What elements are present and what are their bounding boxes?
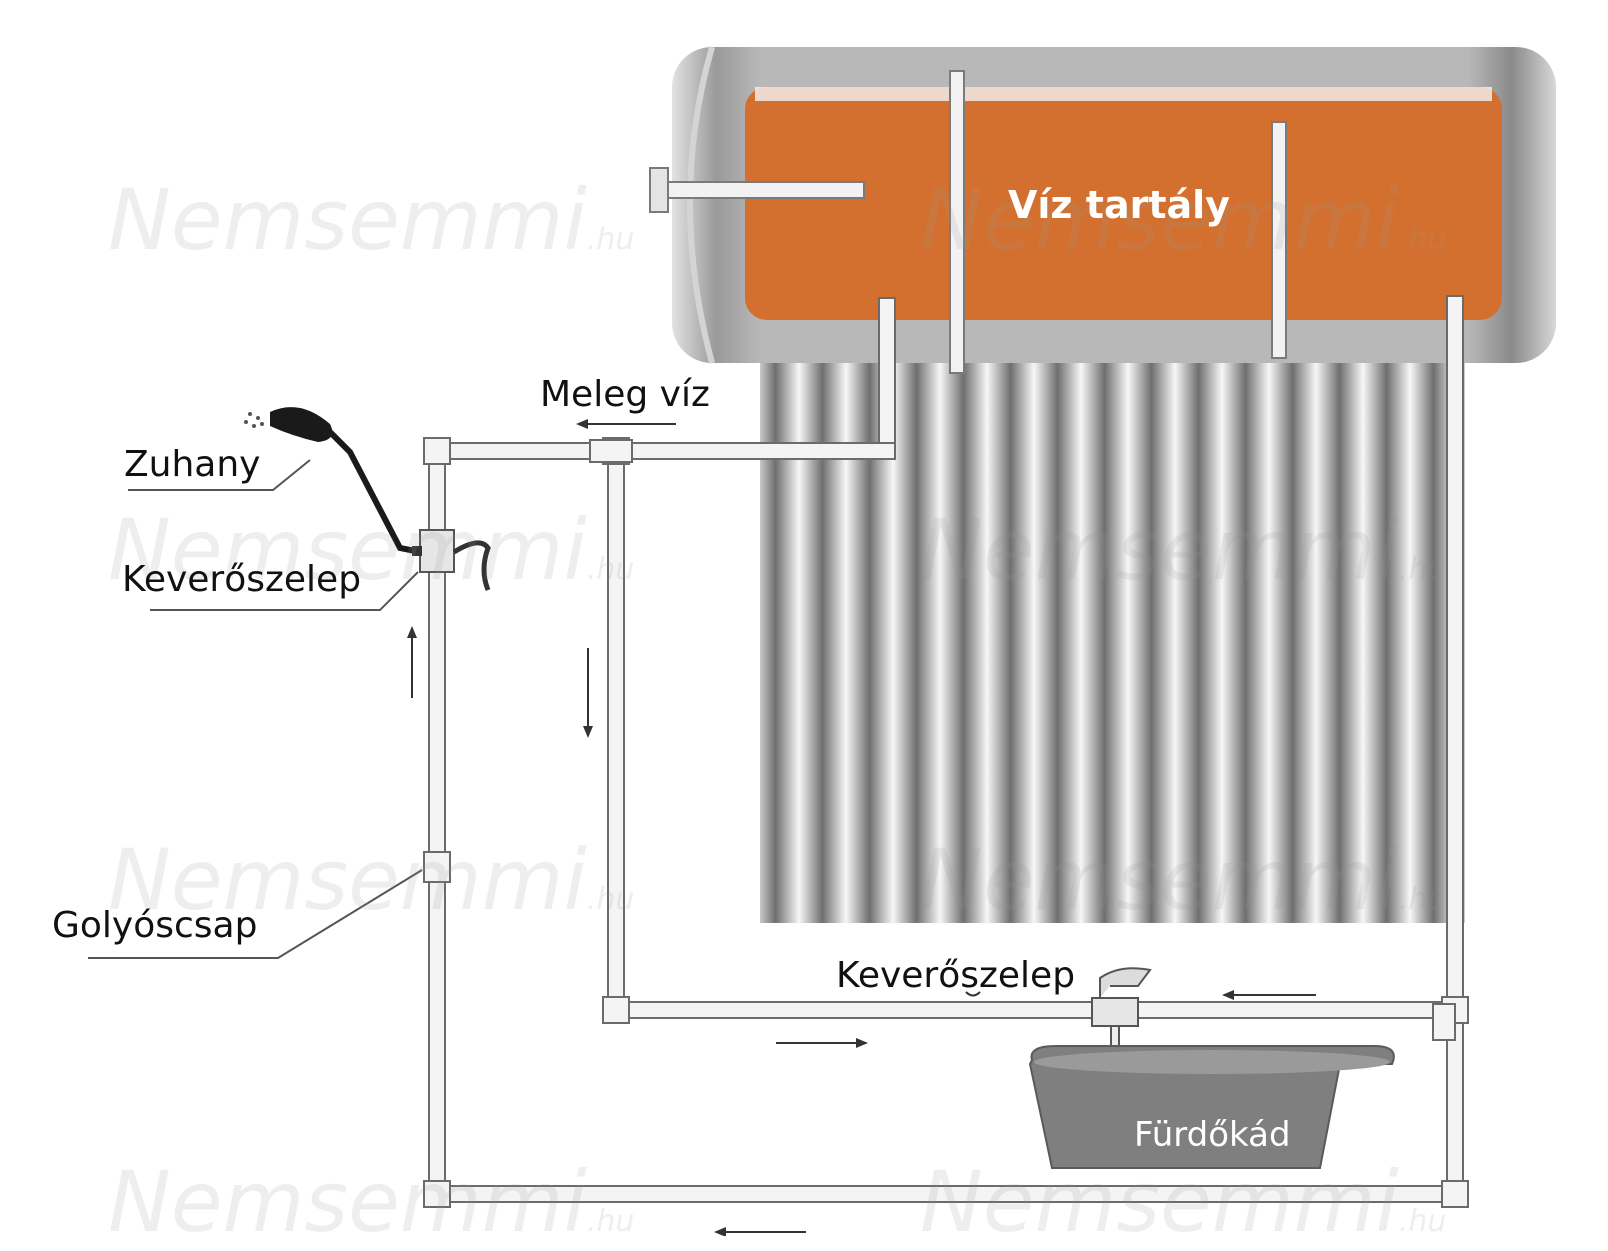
tank-rod-1: [949, 70, 965, 374]
hot-water-pipe: [436, 442, 896, 460]
ball-valve-label: Golyóscsap: [52, 905, 258, 946]
tank-label: Víz tartály: [1008, 183, 1230, 227]
hot-water-label: Meleg víz: [540, 374, 710, 415]
watermark: Nemsemmi.hu: [920, 1153, 1447, 1251]
mixer-valve-left: [412, 529, 491, 591]
shower-head: [244, 407, 421, 555]
pipe-network: [423, 295, 1469, 1208]
watermark: Nemsemmi.hu: [920, 501, 1447, 599]
watermark: Nemsemmi.hu: [920, 831, 1447, 929]
hot-outlet-pipe: [878, 297, 896, 459]
watermark: Nemsemmi.hu: [108, 1153, 635, 1251]
tank-water-body: [745, 87, 1502, 320]
watermark: Nemsemmi.hu: [108, 171, 635, 269]
mixer-valve-bottom-label: Keverőszelep: [836, 955, 1076, 996]
bathtub: [1028, 1045, 1395, 1169]
tank-inlet-fitting: [649, 167, 669, 213]
tub-feed-pipe: [607, 1001, 1464, 1019]
mixer-valve-left-label: Keverőszelep: [122, 559, 362, 600]
ball-valve: [423, 851, 451, 883]
leader-lines: [88, 459, 423, 959]
watermark: Nemsemmi.hu: [108, 501, 635, 599]
flow-arrows: [407, 419, 1316, 1237]
water-tank: [649, 46, 1556, 374]
watermark: Nemsemmi.hu: [920, 171, 1447, 269]
bathtub-label: Fürdőkád: [1134, 1115, 1291, 1155]
tank-rod-2: [1271, 121, 1287, 359]
watermark: Nemsemmi.hu: [108, 831, 635, 929]
right-riser-pipe: [1446, 295, 1464, 1197]
shower-label: Zuhany: [124, 444, 261, 485]
